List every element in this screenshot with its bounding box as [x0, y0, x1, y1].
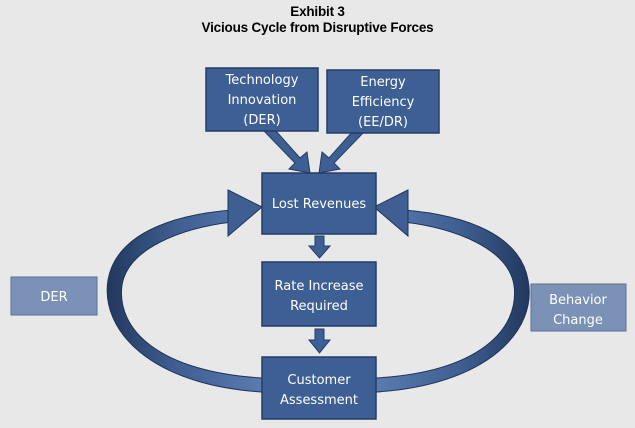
diagram-title: Vicious Cycle from Disruptive Forces: [201, 20, 434, 35]
customer-assessment-line-1: Customer: [287, 373, 351, 388]
energy-efficiency-line-2: Efficiency: [352, 95, 415, 110]
lost-revenues-label: Lost Revenues: [272, 197, 367, 212]
behavior-change-line-1: Behavior: [549, 293, 607, 308]
technology-innovation-line-2: Innovation: [228, 93, 297, 108]
der-side-label: DER: [40, 290, 67, 305]
technology-innovation-line-1: Technology: [225, 73, 299, 88]
arrow-rate-increase-to-customer-assessment: [307, 328, 332, 354]
lost-revenues-box: Lost Revenues: [261, 172, 377, 235]
right-cycle-arrow: [373, 189, 530, 393]
behavior-change-line-2: Change: [553, 313, 603, 328]
rate-increase-box: Rate Increase Required: [261, 261, 377, 327]
energy-efficiency-box: Energy Efficiency (EE/DR): [326, 69, 440, 134]
rate-increase-line-2: Required: [290, 299, 348, 314]
arrow-technology-to-lost-revenues: [262, 130, 311, 174]
customer-assessment-box: Customer Assessment: [261, 356, 377, 420]
der-side-box: DER: [10, 276, 98, 316]
technology-innovation-box: Technology Innovation (DER): [205, 67, 319, 132]
energy-efficiency-line-1: Energy: [360, 75, 406, 90]
customer-assessment-line-2: Assessment: [280, 393, 358, 408]
technology-innovation-line-3: (DER): [243, 113, 280, 128]
arrow-energy-to-lost-revenues: [318, 130, 367, 174]
exhibit-header: Exhibit 3 Vicious Cycle from Disruptive …: [0, 4, 635, 36]
energy-efficiency-line-3: (EE/DR): [358, 115, 408, 130]
exhibit-number: Exhibit 3: [290, 4, 345, 19]
behavior-change-side-box: Behavior Change: [530, 283, 627, 332]
left-cycle-arrow: [106, 189, 263, 393]
rate-increase-line-1: Rate Increase: [275, 279, 364, 294]
arrow-lost-revenues-to-rate-increase: [307, 235, 332, 259]
